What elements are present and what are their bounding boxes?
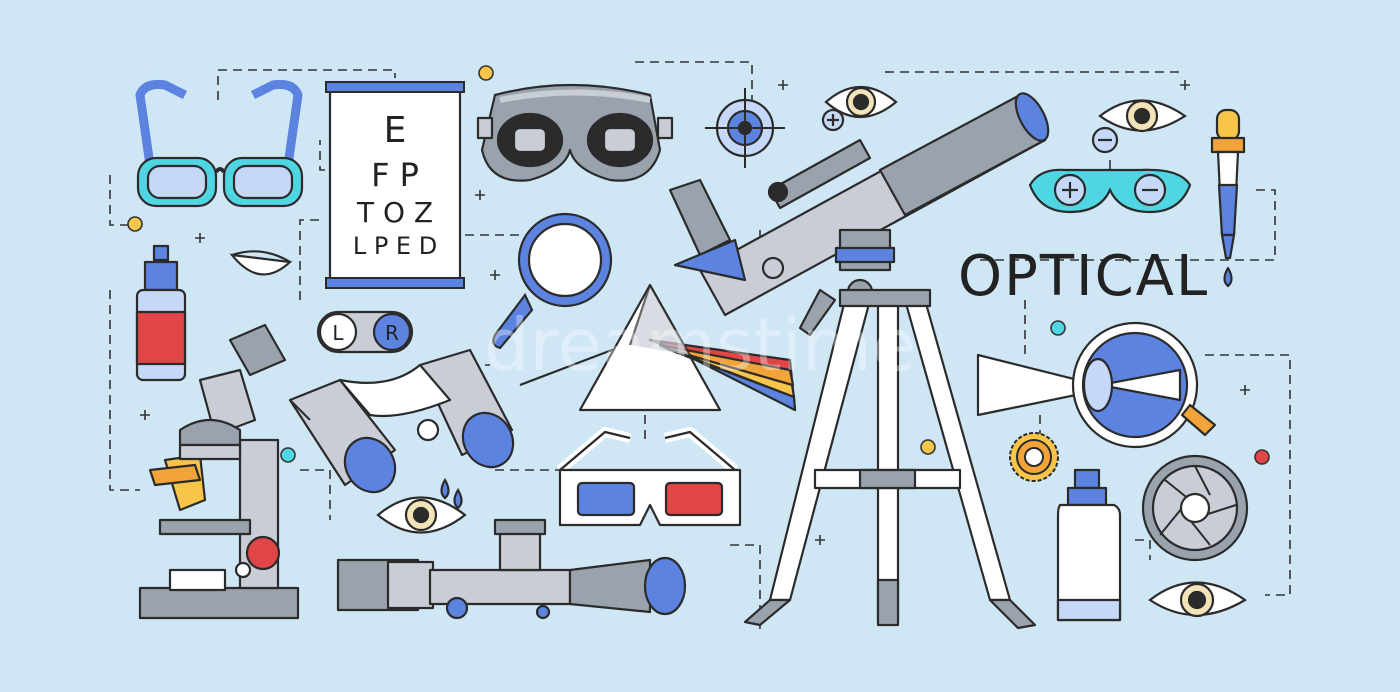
eye-chart-row: L P E D: [353, 232, 437, 260]
crying-eye-icon: [376, 477, 467, 534]
eye-dropper-icon: [1210, 108, 1246, 288]
magnifier-icon: [492, 212, 613, 350]
microscope-icon: [138, 323, 300, 620]
eye-chart-row: T O Z: [356, 196, 433, 229]
decorative-dots: [127, 65, 1270, 465]
eye-chart-row: E: [384, 110, 407, 151]
glasses-icon: [135, 80, 304, 208]
lens-case-left-label: L: [332, 321, 344, 345]
vr-goggles-icon: [476, 83, 674, 182]
prism-icon: [519, 283, 797, 412]
aperture-icon: [1141, 454, 1249, 562]
binoculars-icon: [288, 348, 515, 494]
lens-case-right-label: R: [385, 321, 399, 345]
lens-case-icon: L R: [316, 310, 414, 354]
eye-icon: [1148, 581, 1248, 618]
eye-chart-icon: E F P T O Z L P E D: [325, 81, 465, 289]
solution-bottle-icon: [1056, 468, 1122, 622]
eye-drops-bottle-icon: [135, 244, 187, 382]
3d-glasses-icon: [556, 427, 742, 527]
crosshair-icon: [705, 88, 785, 168]
banner-title: OPTICAL: [958, 244, 1209, 309]
sparkles: [140, 80, 1250, 545]
test-glasses-icon: [1028, 99, 1192, 214]
eyeball-diagram-icon: [976, 321, 1217, 449]
watermark: dreamstime: [484, 303, 916, 387]
eye-chart-row: F P: [371, 156, 419, 194]
gear-icon: [1009, 432, 1059, 482]
tripod-icon: [743, 288, 1037, 630]
contact-lens-icon: [229, 250, 293, 276]
rifle-scope-icon: [336, 518, 687, 620]
eye-icon: [821, 85, 898, 132]
